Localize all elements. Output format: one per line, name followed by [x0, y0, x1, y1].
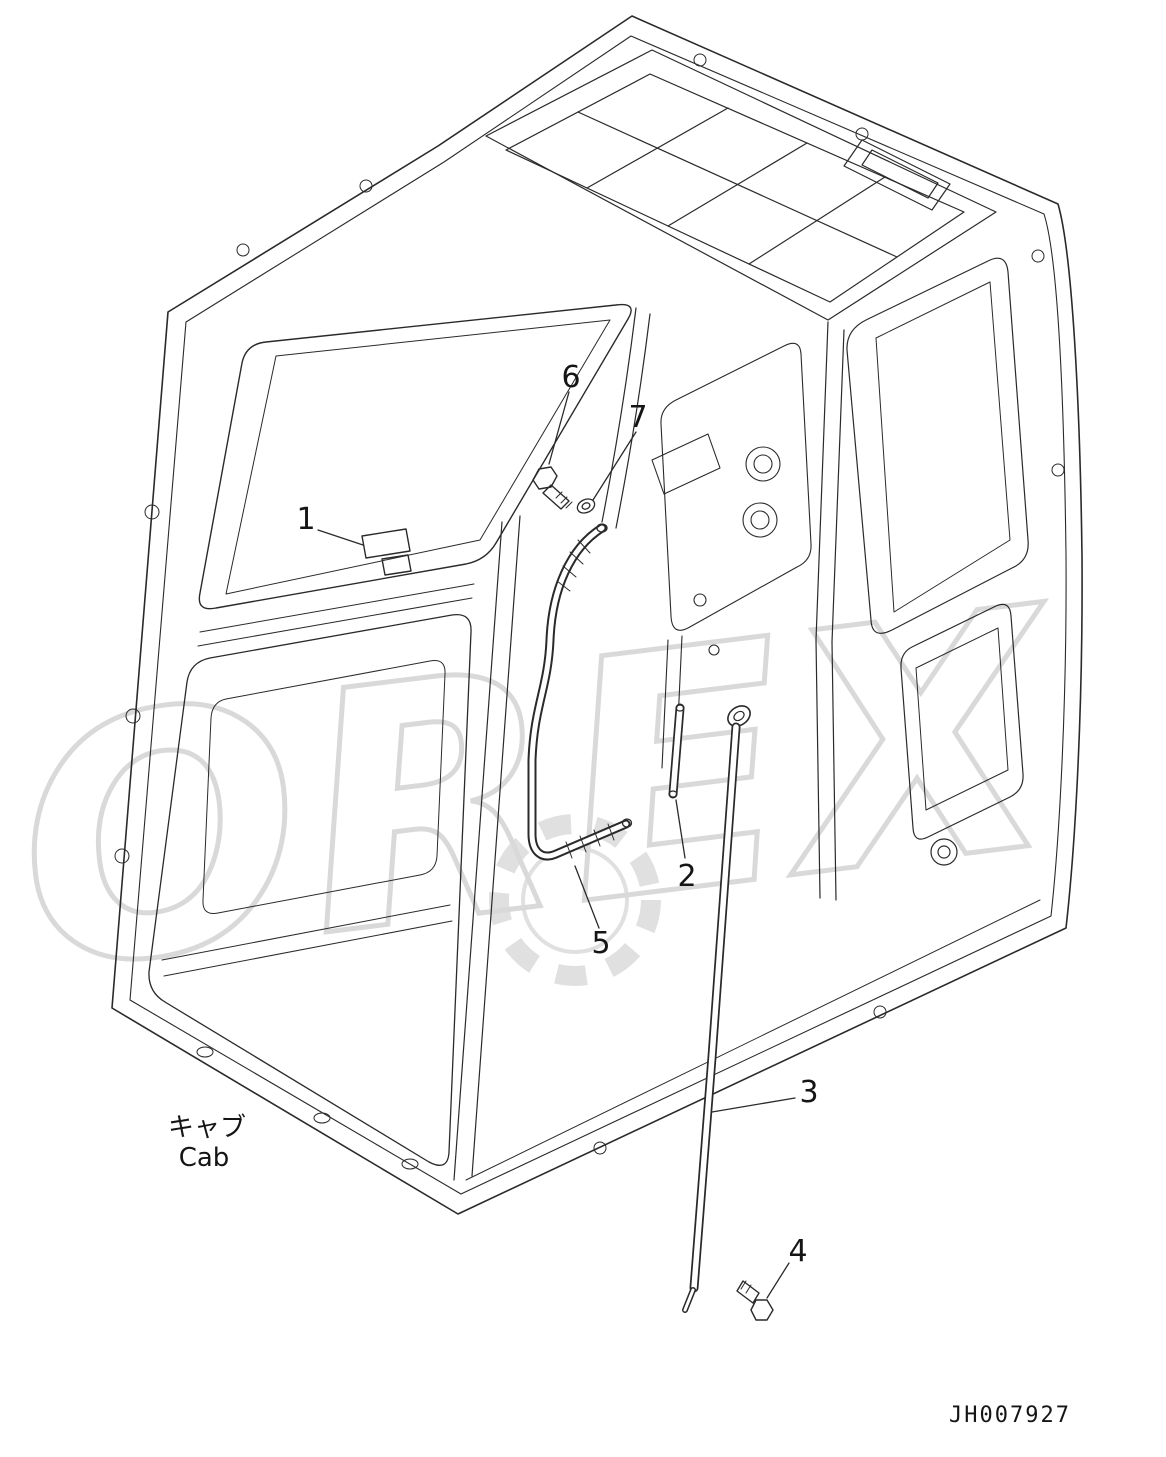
- leader-2: [675, 799, 686, 859]
- caption-english: Cab: [179, 1143, 230, 1173]
- part-3-stay-rod: [682, 705, 751, 1313]
- front-pillar: [453, 307, 651, 1181]
- callout-labels: 1 2 3 4 5 6 7: [296, 360, 818, 1269]
- part-4-bolt: [736, 1280, 774, 1321]
- leader-5: [574, 865, 600, 929]
- callout-3: 3: [799, 1075, 818, 1110]
- part-1-plate: [361, 528, 412, 576]
- frame-bolt-details: [114, 53, 1065, 1170]
- callout-1: 1: [296, 502, 315, 537]
- leader-4: [766, 1262, 790, 1299]
- callout-5: 5: [591, 926, 610, 961]
- interior-details: [651, 342, 812, 769]
- cab-outline: [111, 15, 1083, 1215]
- watermark-gear-icon: [489, 814, 661, 986]
- roof-skylight: [485, 49, 997, 321]
- door-panel: [148, 613, 472, 1166]
- caption-japanese: キャブ: [168, 1113, 246, 1143]
- part-7-washer: [576, 498, 596, 514]
- right-wall: [465, 257, 1041, 1181]
- callout-2: 2: [677, 859, 696, 894]
- leader-6: [548, 391, 570, 465]
- leader-lines: [317, 391, 796, 1299]
- windshield-frame: [197, 303, 632, 647]
- caption: キャブ Cab: [168, 1113, 246, 1173]
- part-2-rod: [668, 703, 685, 799]
- callout-7: 7: [628, 400, 647, 435]
- callout-4: 4: [788, 1234, 807, 1269]
- leader-1: [317, 529, 364, 546]
- leader-3: [711, 1097, 796, 1113]
- leader-7: [592, 431, 637, 501]
- part-5-handle: [527, 523, 633, 861]
- callout-6: 6: [561, 360, 580, 395]
- drawing-number: JH007927: [949, 1403, 1071, 1428]
- part-6-bolt: [532, 466, 573, 510]
